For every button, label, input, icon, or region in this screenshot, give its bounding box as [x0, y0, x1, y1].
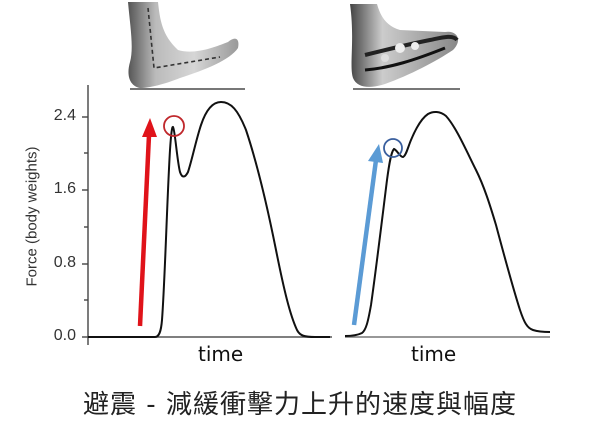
- y-tick-1.6: 1.6: [53, 180, 76, 197]
- figure-caption: 避震 - 減緩衝擊力上升的速度與幅度: [83, 390, 517, 420]
- y-tick-0.8: 0.8: [53, 254, 76, 271]
- y-axis: [82, 85, 89, 345]
- barefoot-force-curve: [88, 100, 330, 338]
- shod-loading-rate-arrow: [351, 144, 383, 326]
- y-tick-2.4: 2.4: [53, 107, 76, 124]
- running-shoe-foot-icon: [350, 4, 460, 90]
- barefoot-foot-icon: [128, 2, 245, 90]
- barefoot-impact-peak-marker: [163, 115, 185, 137]
- shod-impact-peak-marker: [383, 138, 403, 158]
- y-tick-0.0: 0.0: [53, 327, 76, 344]
- shod-force-curve: [344, 110, 551, 337]
- barefoot-x-axis-label: time: [198, 342, 244, 366]
- barefoot-loading-rate-arrow: [137, 118, 157, 327]
- shod-x-axis-label: time: [411, 342, 457, 366]
